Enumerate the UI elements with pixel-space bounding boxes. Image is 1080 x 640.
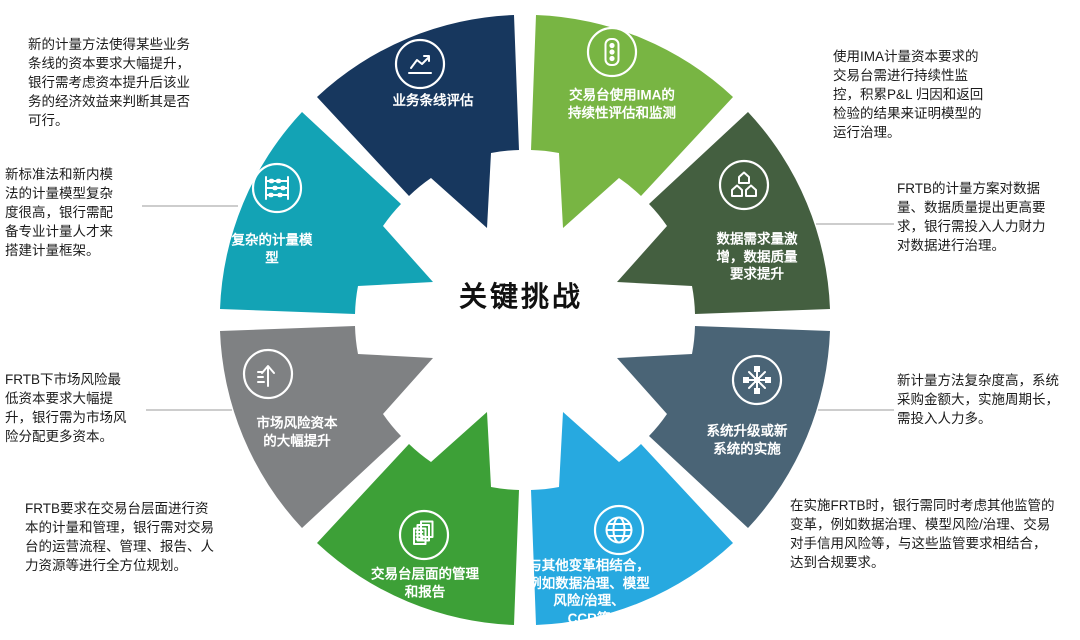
data-house-icon [718, 159, 770, 211]
globe-icon [593, 504, 645, 556]
segment-complex-measurement-model [220, 112, 433, 314]
description-business-line-assessment: 新的计量方法使得某些业务条线的资本要求大幅提升，银行需考虑资本提升后该业务的经济… [28, 37, 190, 128]
segment-system-upgrade [617, 326, 830, 528]
description-desk-level-management: FRTB要求在交易台层面进行资本的计量和管理，银行需对交易台的运营流程、管理、报… [25, 501, 214, 573]
abacus-icon [251, 162, 303, 214]
description-ima-desk-monitoring: 使用IMA计量资本要求的交易台需进行持续性监控，积累P&L 归因和返回检验的结果… [833, 49, 984, 140]
segment-desk-level-management [317, 412, 519, 625]
segment-combine-other-changes [531, 412, 733, 625]
network-icon [731, 354, 783, 406]
segment-ima-desk-monitoring [531, 15, 733, 228]
segment-market-risk-capital-rise [220, 326, 433, 528]
traffic-light-icon [586, 26, 638, 78]
segment-data-demand-quality [617, 112, 830, 314]
documents-icon [398, 509, 450, 561]
description-complex-measurement-model: 新标准法和新内模法的计量模型复杂度很高，银行需配备专业计量人才来搭建计量框架。 [5, 167, 113, 258]
segment-business-line-assessment [317, 15, 519, 228]
description-data-demand-quality: FRTB的计量方案对数据量、数据质量提出更高要求，银行需投入人力财力对数据进行治… [897, 181, 1046, 253]
diagram-title: 关键挑战 [458, 281, 584, 312]
description-system-upgrade: 新计量方法复杂度高，系统采购金额大，实施周期长，需投入人力多。 [897, 373, 1059, 426]
description-combine-other-changes: 在实施FRTB时，银行需同时考虑其他监管的变革，例如数据治理、模型风险/治理、交… [790, 498, 1055, 570]
growth-arrow-icon [242, 348, 294, 400]
description-market-risk-capital-rise: FRTB下市场风险最低资本要求大幅提升，银行需为市场风险分配更多资本。 [5, 372, 127, 444]
line-chart-icon [394, 38, 446, 90]
